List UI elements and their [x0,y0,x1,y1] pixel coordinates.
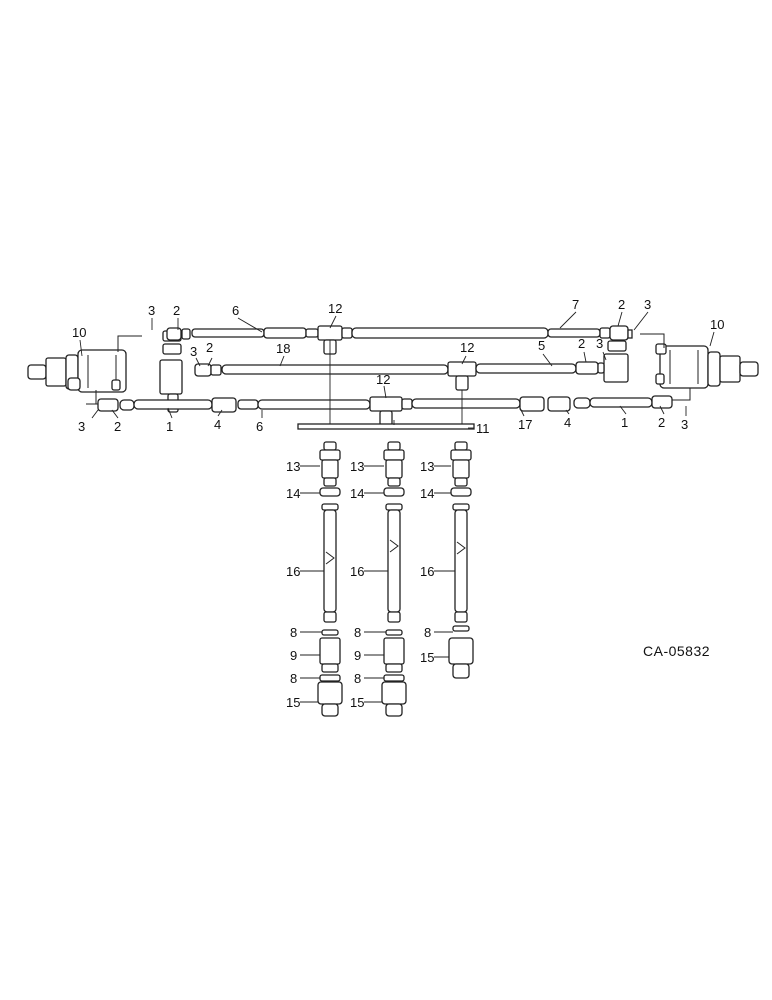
callout-9: 9 [354,648,361,663]
callout-3: 3 [681,417,688,432]
callout-2: 2 [206,340,213,355]
callout-1: 1 [621,415,628,430]
right-valve-block [603,340,629,383]
callout-2: 2 [173,303,180,318]
callout-13: 13 [350,459,364,474]
callout-16: 16 [350,564,364,579]
callout-6: 6 [256,419,263,434]
top-hose-row [166,325,633,355]
callout-2: 2 [618,297,625,312]
callout-4: 4 [214,417,221,432]
callout-10: 10 [710,317,724,332]
callout-14: 14 [420,486,434,501]
vertical-assembly-center [381,441,407,717]
callout-3: 3 [78,419,85,434]
callout-4: 4 [564,415,571,430]
callout-3: 3 [596,336,603,351]
callout-10: 10 [72,325,86,340]
callout-3: 3 [148,303,155,318]
callout-8: 8 [354,671,361,686]
callout-5: 5 [538,338,545,353]
callout-16: 16 [420,564,434,579]
callout-15: 15 [286,695,300,710]
drawing-code: CA-05832 [643,643,710,659]
vertical-assembly-left [317,441,343,717]
callout-15: 15 [420,650,434,665]
callout-8: 8 [290,671,297,686]
callout-15: 15 [350,695,364,710]
callout-8: 8 [354,625,361,640]
callout-18: 18 [276,341,290,356]
callout-8: 8 [290,625,297,640]
callout-14: 14 [350,486,364,501]
callout-2: 2 [658,415,665,430]
leader-lines [79,311,715,703]
left-cylinder [27,335,142,404]
callout-3: 3 [190,344,197,359]
callout-14: 14 [286,486,300,501]
right-cylinder [640,333,759,389]
callout-6: 6 [232,303,239,318]
callout-2: 2 [114,419,121,434]
lower-hose-row [86,387,700,426]
callout-17: 17 [518,417,532,432]
callout-13: 13 [286,459,300,474]
callout-7: 7 [572,297,579,312]
callout-11: 11 [476,421,490,436]
callout-3: 3 [644,297,651,312]
cross-plate [297,423,475,430]
callout-12: 12 [328,301,342,316]
callout-1: 1 [166,419,173,434]
vertical-assembly-right [448,441,474,679]
callout-8: 8 [424,625,431,640]
callout-12: 12 [460,340,474,355]
callout-2: 2 [578,336,585,351]
callout-13: 13 [420,459,434,474]
callout-12: 12 [376,372,390,387]
callout-9: 9 [290,648,297,663]
middle-hose-row [194,361,605,391]
callout-labels: 3 2 6 12 7 2 3 10 10 3 2 18 12 5 2 3 12 … [72,297,724,710]
callout-16: 16 [286,564,300,579]
